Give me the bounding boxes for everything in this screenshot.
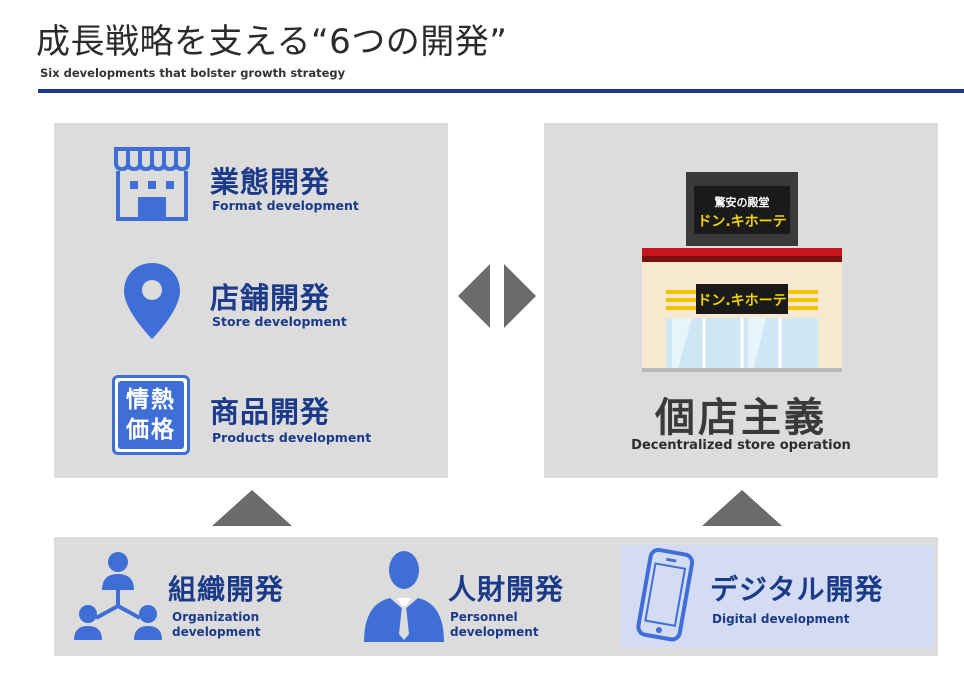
- format-development-label-jp: 業態開発: [210, 165, 331, 199]
- organization-network-icon: [74, 552, 162, 640]
- format-development-label-en: Format development: [212, 198, 359, 213]
- don-quijote-store-icon: 驚安の殿堂 ドン.キホーテ ドン.キホーテ: [642, 172, 842, 372]
- digital-development-label-en: Digital development: [712, 612, 850, 626]
- products-development-item: 情熱 価格 商品開発 Products development: [110, 375, 440, 457]
- personnel-development-label-jp: 人財開発: [448, 573, 565, 606]
- organization-development-item: 組織開発 Organization development: [72, 548, 352, 648]
- development-panel-left: 業態開発 Format development 店舗開発 Store devel…: [54, 123, 448, 478]
- businessperson-icon: [364, 551, 444, 642]
- digital-development-item: デジタル開発 Digital development: [632, 548, 932, 646]
- personnel-development-item: 人財開発 Personnel development: [362, 548, 612, 648]
- bidirectional-arrow-icon: [458, 264, 536, 328]
- page-title: 成長戦略を支える“6つの開発”: [36, 22, 508, 62]
- organization-development-label-en: Organization development: [172, 610, 261, 639]
- passion-price-badge-icon: 情熱 価格: [112, 375, 190, 455]
- store-development-item: 店舗開発 Store development: [110, 259, 440, 343]
- up-arrow-icon-left: [212, 490, 292, 526]
- smartphone-icon: [636, 548, 695, 642]
- digital-development-label-jp: デジタル開発: [710, 573, 884, 606]
- organization-development-label-jp: 組織開発: [168, 573, 285, 606]
- store-sign-logo-text: ドン.キホーテ: [697, 214, 786, 230]
- badge-text-line1: 情熱: [126, 387, 176, 413]
- decentralized-store-label-jp: 個店主義: [655, 395, 827, 441]
- store-sign-top-text: 驚安の殿堂: [714, 195, 770, 209]
- personnel-development-label-en: Personnel development: [450, 610, 539, 639]
- title-divider: [38, 89, 964, 93]
- store-facade-logo-text: ドン.キホーテ: [697, 293, 786, 309]
- decentralized-store-label-en: Decentralized store operation: [631, 438, 851, 453]
- storefront-icon: [114, 147, 190, 221]
- digital-development-highlight: [620, 545, 934, 648]
- store-development-label-jp: 店舗開発: [210, 281, 331, 315]
- products-development-label-en: Products development: [212, 430, 372, 445]
- badge-text-line2: 価格: [126, 417, 176, 443]
- format-development-item: 業態開発 Format development: [110, 145, 440, 225]
- store-development-label-en: Store development: [212, 314, 347, 329]
- up-arrow-icon-right: [702, 490, 782, 526]
- page-subtitle: Six developments that bolster growth str…: [40, 66, 346, 80]
- map-pin-icon: [124, 263, 180, 339]
- products-development-label-jp: 商品開発: [210, 395, 331, 429]
